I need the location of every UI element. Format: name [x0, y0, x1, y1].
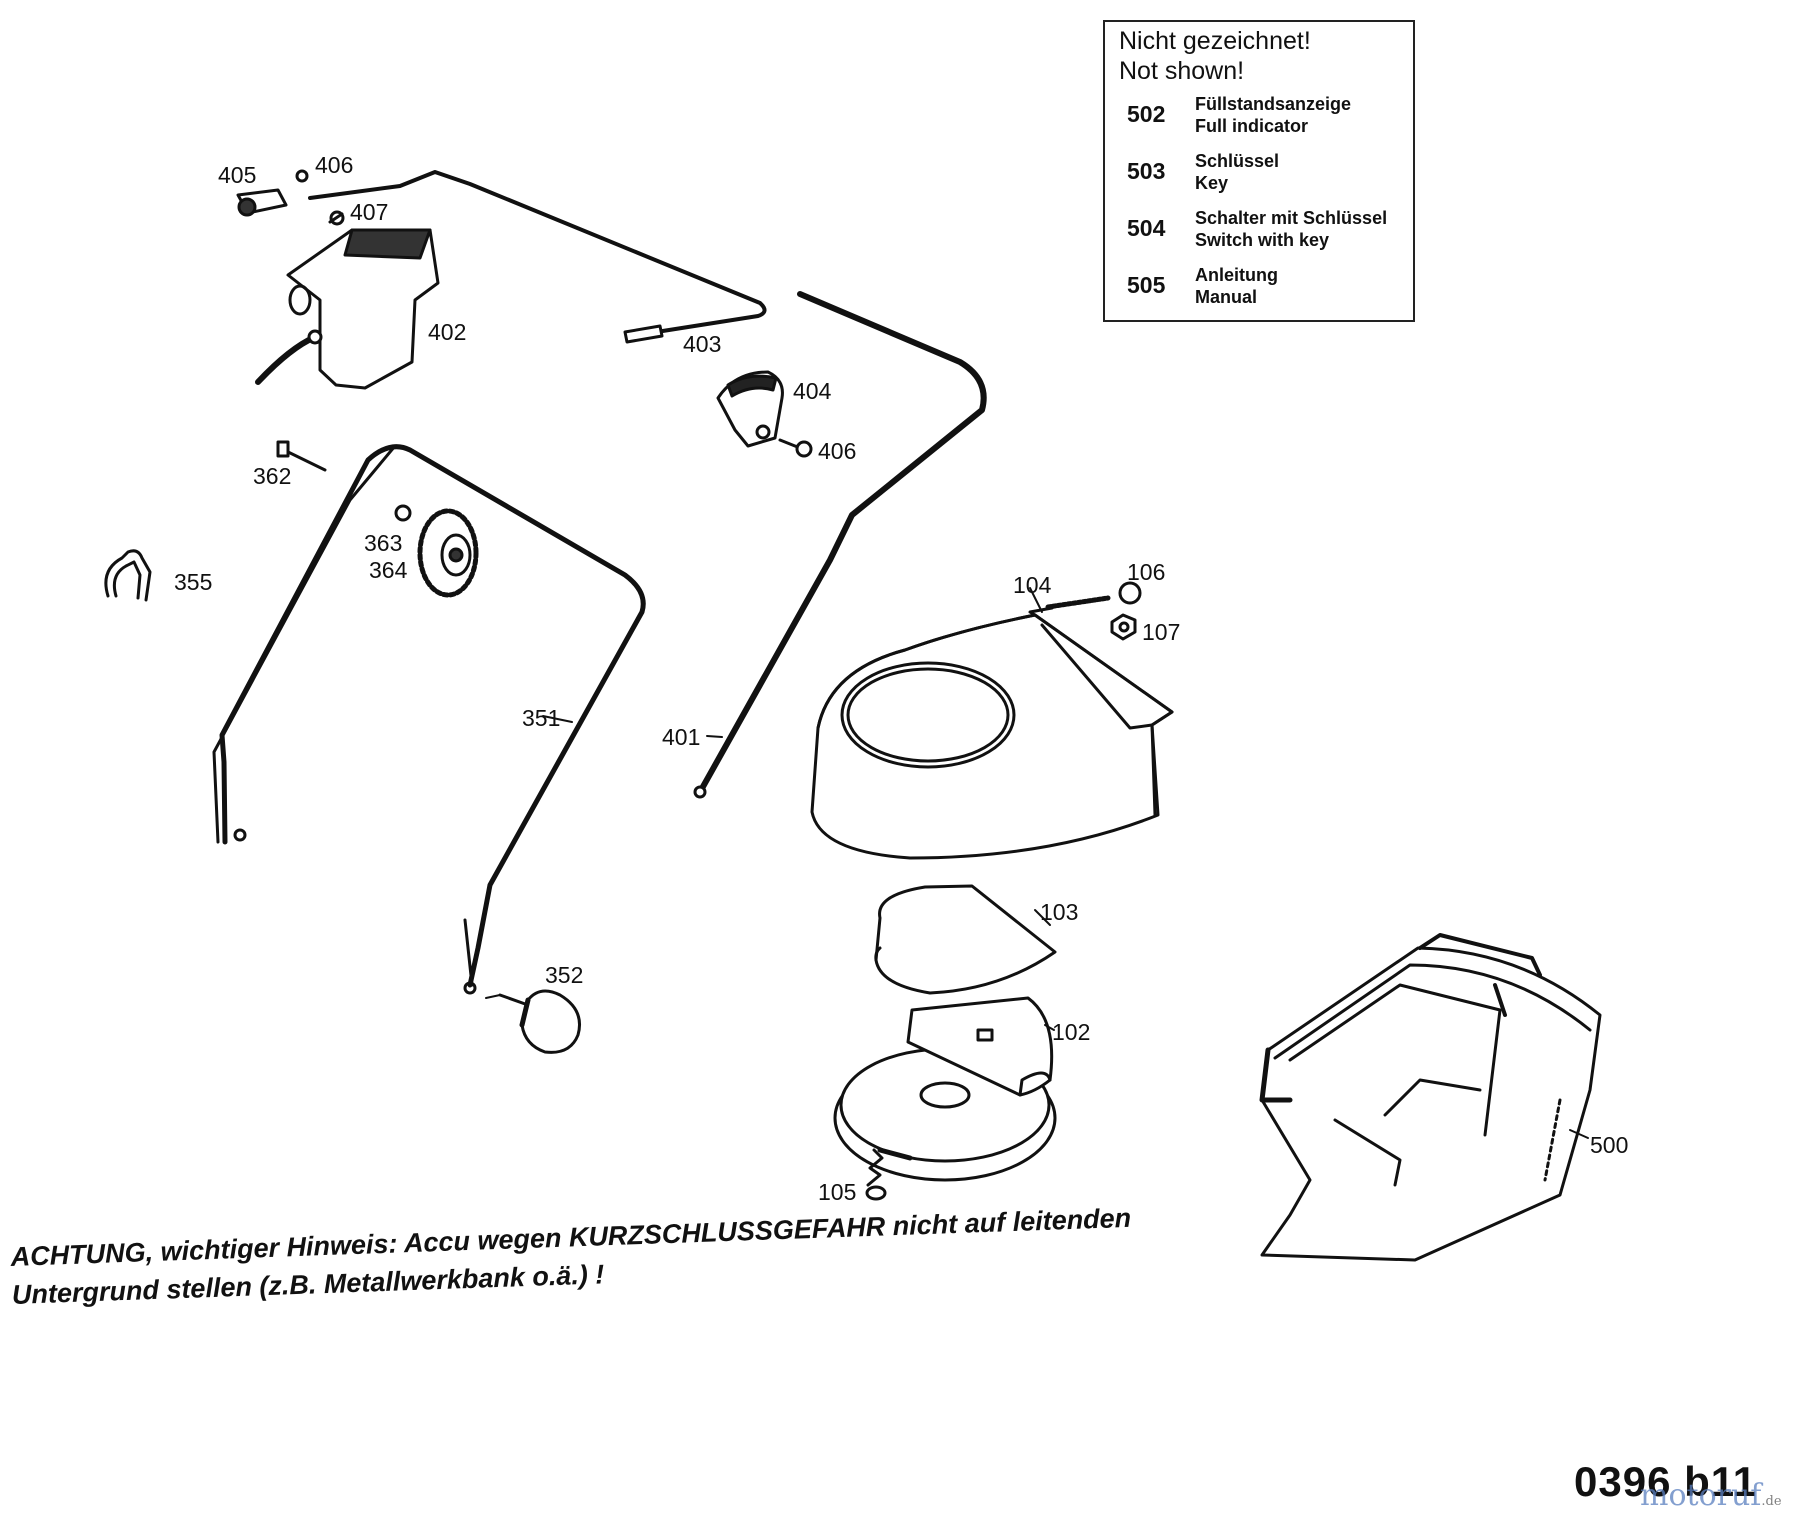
part-403-rod-end — [623, 324, 664, 344]
label-406-bottom: 406 — [818, 438, 856, 464]
leader-lines — [485, 587, 1589, 1139]
part-355-clip — [104, 549, 152, 602]
legend-item-en: Key — [1195, 172, 1229, 193]
part-405-clip — [236, 188, 288, 217]
label-362: 362 — [253, 463, 291, 489]
label-500: 500 — [1590, 1132, 1628, 1158]
label-407: 407 — [350, 199, 388, 225]
part-104-deflector — [810, 606, 1174, 860]
watermark-brand: motoruf — [1640, 1478, 1762, 1513]
part-402-switch-box — [255, 228, 440, 390]
part-404-clamp — [716, 370, 784, 448]
watermark-logo: motoruf.de — [1640, 1478, 1782, 1513]
legend-item-de: Schlüssel — [1195, 150, 1280, 171]
label-107: 107 — [1142, 619, 1180, 645]
legend-item-number: 504 — [1127, 215, 1166, 241]
part-362-bolt — [276, 440, 327, 472]
legend-item: 503 Schlüssel Key — [1119, 143, 1399, 200]
legend-item: 502 Füllstandsanzeige Full indicator — [1119, 86, 1399, 143]
part-363-washer — [394, 504, 412, 522]
part-labels: 405 406 407 402 403 404 406 362 363 364 … — [174, 152, 1628, 1205]
not-shown-legend: Nicht gezeichnet! Not shown! 502 Füllsta… — [1103, 20, 1415, 322]
legend-item: 504 Schalter mit Schlüssel Switch with k… — [1119, 200, 1399, 257]
label-405: 405 — [218, 162, 256, 188]
label-401: 401 — [662, 724, 700, 750]
part-103-cover-plate — [874, 884, 1057, 995]
part-351-lower-handle — [212, 444, 646, 995]
legend-title-de: Nicht gezeichnet! — [1119, 27, 1311, 55]
legend-item-en: Full indicator — [1195, 115, 1309, 136]
part-406-screw-top — [295, 169, 309, 183]
part-364-adjust-wheel — [417, 508, 479, 598]
watermark-tld: .de — [1761, 1494, 1782, 1509]
legend-item-number: 503 — [1127, 158, 1166, 184]
label-406-top: 406 — [315, 152, 353, 178]
part-352-knob — [498, 989, 581, 1054]
legend-item-number: 502 — [1127, 101, 1166, 127]
part-406-screw-bottom — [778, 438, 813, 458]
legend-title-en: Not shown! — [1119, 57, 1245, 85]
label-103: 103 — [1040, 899, 1078, 925]
label-106: 106 — [1127, 559, 1165, 585]
label-402: 402 — [428, 319, 466, 345]
legend-item-en: Manual — [1195, 286, 1258, 307]
legend-item-number: 505 — [1127, 272, 1166, 298]
label-355: 355 — [174, 569, 212, 595]
label-102: 102 — [1052, 1019, 1090, 1045]
legend-item-de: Schalter mit Schlüssel — [1195, 207, 1388, 228]
part-500-grass-box — [1259, 933, 1602, 1262]
label-364: 364 — [369, 557, 408, 583]
label-105: 105 — [818, 1179, 856, 1205]
legend-item-de: Anleitung — [1195, 264, 1278, 285]
part-105-screw — [865, 1148, 887, 1201]
legend-item: 505 Anleitung Manual — [1119, 257, 1399, 314]
label-352: 352 — [545, 962, 583, 988]
part-107-nut — [1110, 613, 1137, 641]
legend-item-en: Switch with key — [1195, 229, 1330, 250]
part-102-base-plate — [833, 996, 1057, 1182]
legend-item-de: Füllstandsanzeige — [1195, 93, 1352, 114]
drawing-id: 0396 b11 — [1574, 1458, 1758, 1505]
label-403: 403 — [683, 331, 721, 357]
label-104: 104 — [1013, 572, 1052, 598]
label-363: 363 — [364, 530, 402, 556]
part-407-screw — [328, 210, 345, 226]
label-351: 351 — [522, 705, 560, 731]
part-106-screw — [1045, 581, 1142, 610]
part-401-upper-handle — [308, 170, 987, 799]
label-404: 404 — [793, 378, 832, 404]
